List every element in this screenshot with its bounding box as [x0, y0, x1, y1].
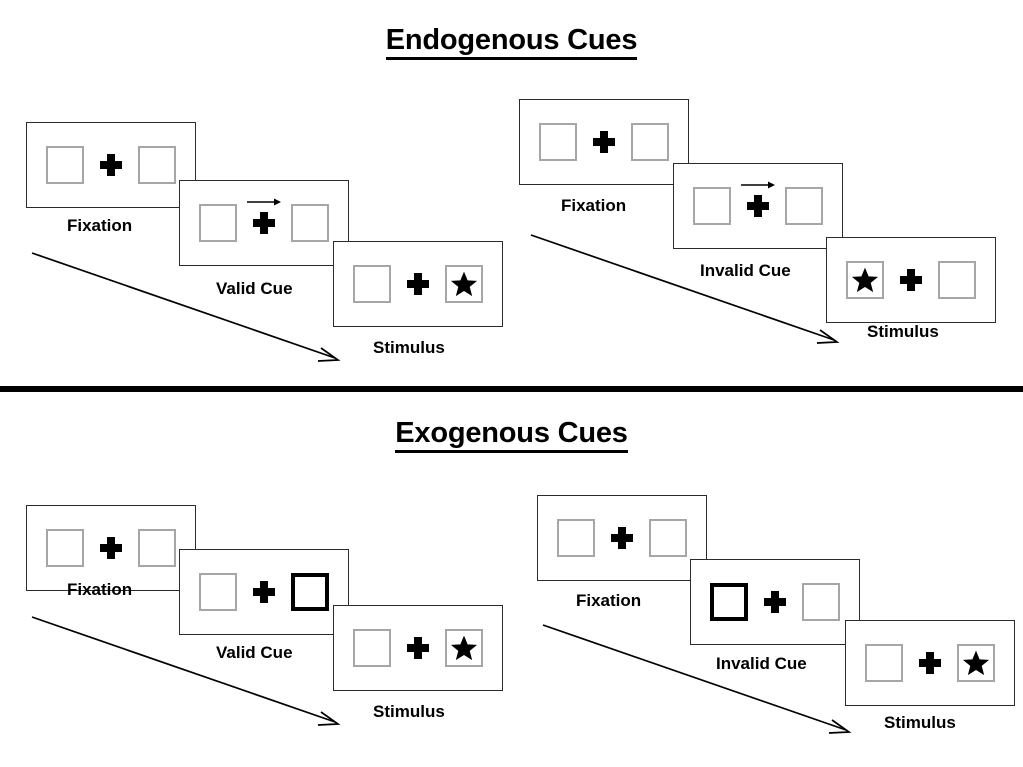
panel-inner: [199, 198, 329, 242]
panel-endogenous-invalid-stimulus: [826, 237, 996, 323]
caption-exogenous-valid-fixation: Fixation: [67, 580, 133, 599]
left-box-cue: [710, 583, 748, 621]
fixation-cross-icon: [100, 537, 122, 559]
fixation-cross-icon: [900, 269, 922, 291]
right-box: [938, 261, 976, 299]
panel-inner: [199, 573, 329, 611]
panel-endogenous-valid-cue: [179, 180, 349, 266]
fixation-cross-icon: [247, 198, 281, 234]
caption-exogenous-invalid-stimulus: Stimulus: [884, 713, 956, 732]
panel-inner: [846, 261, 976, 299]
right-box: [138, 529, 176, 567]
panel-inner: [693, 181, 823, 225]
left-box: [865, 644, 903, 682]
panel-endogenous-invalid-fixation: [519, 99, 689, 185]
panel-inner: [539, 123, 669, 161]
fixation-cross-icon: [100, 154, 122, 176]
right-box: [445, 629, 483, 667]
right-box: [445, 265, 483, 303]
panel-exogenous-valid-cue: [179, 549, 349, 635]
star-icon: [851, 266, 879, 294]
panel-exogenous-invalid-cue: [690, 559, 860, 645]
left-box: [353, 629, 391, 667]
right-box: [957, 644, 995, 682]
arrow-right-icon: [247, 197, 281, 207]
left-box: [46, 529, 84, 567]
caption-endogenous-valid-stimulus: Stimulus: [373, 338, 445, 357]
left-box: [199, 204, 237, 242]
right-box: [631, 123, 669, 161]
fixation-cross-icon: [253, 581, 275, 603]
fixation-cross-icon: [407, 273, 429, 295]
section-title-exogenous: Exogenous Cues: [0, 417, 1023, 453]
left-box: [353, 265, 391, 303]
panel-endogenous-valid-fixation: [26, 122, 196, 208]
caption-endogenous-invalid-cue: Invalid Cue: [700, 261, 791, 280]
right-box: [785, 187, 823, 225]
left-box: [693, 187, 731, 225]
right-box: [802, 583, 840, 621]
left-box: [557, 519, 595, 557]
panel-exogenous-valid-stimulus: [333, 605, 503, 691]
right-box: [138, 146, 176, 184]
caption-exogenous-invalid-cue: Invalid Cue: [716, 654, 807, 673]
section-title-exogenous-text: Exogenous Cues: [395, 417, 628, 453]
panel-inner: [557, 519, 687, 557]
caption-exogenous-valid-stimulus: Stimulus: [373, 702, 445, 721]
section-title-endogenous: Endogenous Cues: [0, 24, 1023, 60]
left-box: [46, 146, 84, 184]
panel-inner: [353, 629, 483, 667]
caption-endogenous-valid-cue: Valid Cue: [216, 279, 293, 298]
panel-exogenous-valid-fixation: [26, 505, 196, 591]
fixation-cross-icon: [611, 527, 633, 549]
star-icon: [962, 649, 990, 677]
section-divider: [0, 386, 1023, 392]
fixation-cross-icon: [741, 181, 775, 217]
caption-exogenous-valid-cue: Valid Cue: [216, 643, 293, 662]
panel-inner: [46, 529, 176, 567]
panel-inner: [865, 644, 995, 682]
right-box-cue: [291, 573, 329, 611]
panel-exogenous-invalid-stimulus: [845, 620, 1015, 706]
section-title-endogenous-text: Endogenous Cues: [385, 24, 637, 60]
star-icon: [450, 634, 478, 662]
arrow-right-icon: [741, 180, 775, 190]
fixation-cross-icon: [764, 591, 786, 613]
right-box: [291, 204, 329, 242]
caption-endogenous-valid-fixation: Fixation: [67, 216, 133, 235]
caption-endogenous-invalid-fixation: Fixation: [561, 196, 627, 215]
fixation-cross-icon: [407, 637, 429, 659]
panel-inner: [353, 265, 483, 303]
fixation-cross-icon: [593, 131, 615, 153]
right-box: [649, 519, 687, 557]
fixation-cross-icon: [919, 652, 941, 674]
panel-inner: [46, 146, 176, 184]
panel-endogenous-invalid-cue: [673, 163, 843, 249]
panel-endogenous-valid-stimulus: [333, 241, 503, 327]
panel-exogenous-invalid-fixation: [537, 495, 707, 581]
left-box: [199, 573, 237, 611]
left-box: [846, 261, 884, 299]
caption-exogenous-invalid-fixation: Fixation: [576, 591, 642, 610]
panel-inner: [710, 583, 840, 621]
left-box: [539, 123, 577, 161]
star-icon: [450, 270, 478, 298]
caption-endogenous-invalid-stimulus: Stimulus: [867, 322, 939, 341]
